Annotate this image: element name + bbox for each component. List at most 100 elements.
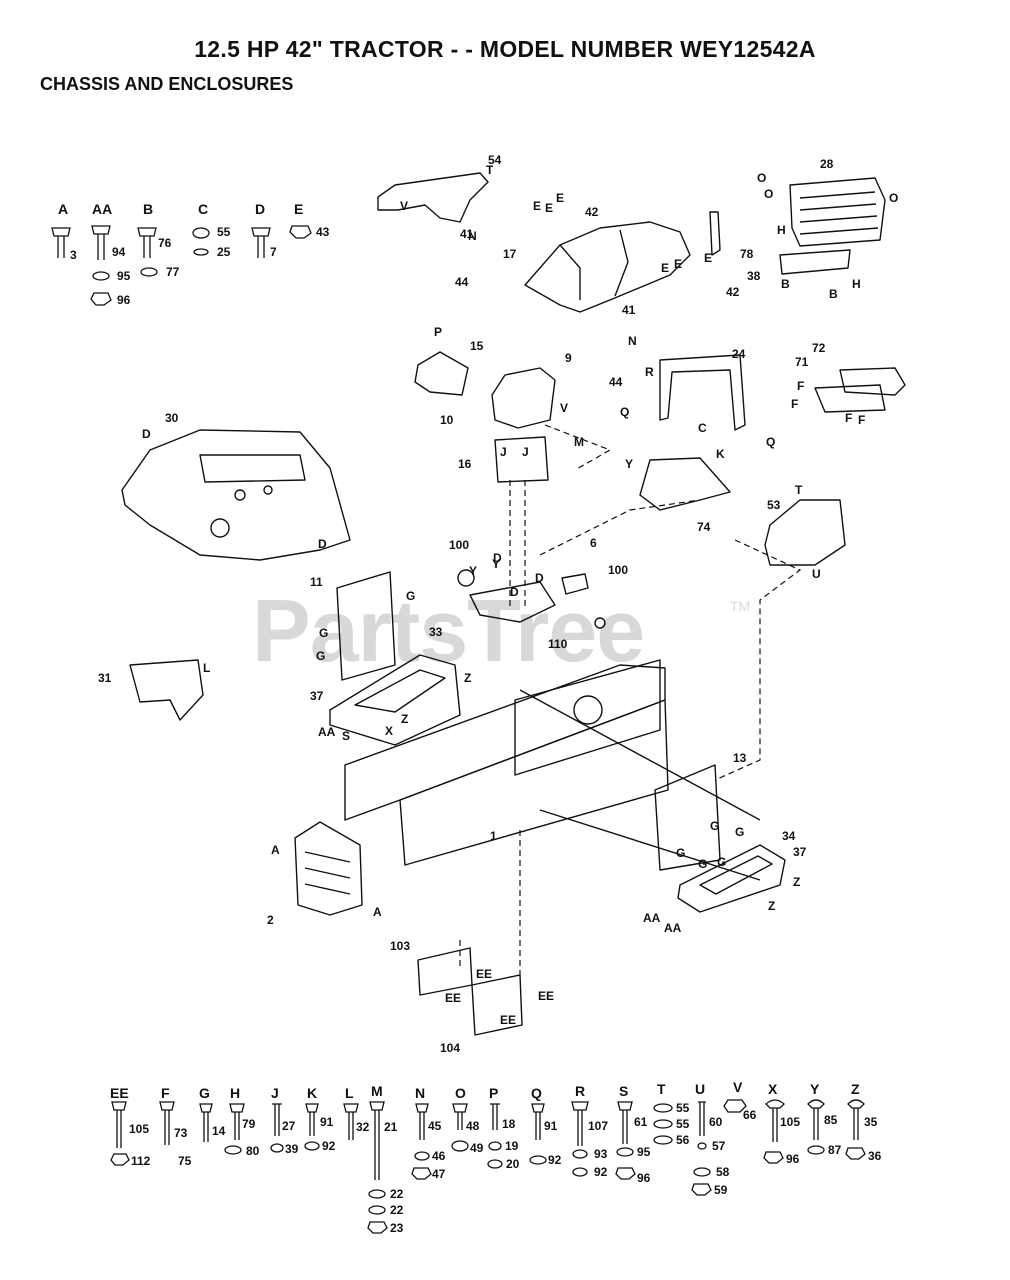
ref-letter: A [271, 843, 280, 857]
legend-item: 35 [864, 1115, 878, 1129]
legend-item-3: 3 [70, 248, 77, 262]
callout-41-bottom: 41 [622, 303, 636, 317]
part-74-mount [639, 457, 731, 511]
ref-letter: T [795, 483, 803, 497]
part-34-footrest [677, 844, 786, 913]
legend-item: 80 [246, 1144, 260, 1158]
ref-letter: Z [793, 875, 800, 889]
legend-letter-S: S [619, 1083, 628, 1099]
callout-44-left: 44 [455, 275, 469, 289]
legend-item-25: 25 [217, 245, 231, 259]
legend-item: 85 [824, 1113, 838, 1127]
callout-104: 104 [440, 1041, 460, 1055]
ref-letter: G [319, 626, 328, 640]
ref-letter: G [316, 649, 325, 663]
ref-letter: E [556, 191, 564, 205]
callout-38: 38 [747, 269, 761, 283]
ref-letter: H [777, 223, 786, 237]
callout-28: 28 [820, 157, 834, 171]
ref-letter: EE [500, 1013, 516, 1027]
ref-letter: Y [469, 564, 477, 578]
part-15-plate [414, 351, 469, 396]
legend-item: 61 [634, 1115, 648, 1129]
legend-item: 46 [432, 1149, 446, 1163]
callout-100-right: 100 [608, 563, 628, 577]
ref-letter: D [493, 551, 502, 565]
callout-9: 9 [565, 351, 572, 365]
legend-item: 95 [637, 1145, 651, 1159]
part-callouts: 1 2 6 9 10 11 13 15 16 17 24 28 30 31 33… [98, 153, 834, 1055]
ref-letter: X [385, 724, 393, 738]
legend-item: 107 [588, 1119, 608, 1133]
part-31-bracket [129, 659, 204, 721]
legend-letter-O: O [455, 1085, 466, 1101]
watermark-tm: TM [730, 598, 751, 614]
legend-letter-C: C [198, 201, 208, 217]
legend-item: 92 [548, 1153, 562, 1167]
legend-item: 56 [676, 1133, 690, 1147]
legend-letter-A: A [58, 201, 68, 217]
ref-letter: D [318, 537, 327, 551]
ref-letter: V [560, 401, 568, 415]
legend-item: 39 [285, 1142, 299, 1156]
legend-item: 92 [322, 1139, 336, 1153]
part-24-frame [659, 354, 746, 431]
ref-letter: Z [401, 712, 408, 726]
legend-letter-Y: Y [810, 1081, 820, 1097]
callout-17: 17 [503, 247, 517, 261]
ref-letter: G [676, 846, 685, 860]
legend-item: 21 [384, 1120, 398, 1134]
legend-letter-F: F [161, 1085, 170, 1101]
part-2-side-panel [294, 821, 363, 916]
ref-letter: AA [318, 725, 336, 739]
bottom-hardware-legend: EE 105 112 F 73 75 G 14 H 79 80 J 27 39 … [110, 1079, 882, 1235]
section-title: CHASSIS AND ENCLOSURES [40, 74, 294, 94]
legend-letter-D: D [255, 201, 265, 217]
callout-53: 53 [767, 498, 781, 512]
callout-37-right: 37 [793, 845, 807, 859]
callout-33: 33 [429, 625, 443, 639]
callout-15: 15 [470, 339, 484, 353]
part-16-bracket [494, 436, 549, 483]
legend-item: 91 [320, 1115, 334, 1129]
part-72-lens [839, 367, 906, 396]
ref-letter: G [735, 825, 744, 839]
legend-item: 55 [676, 1101, 690, 1115]
legend-letter-M: M [371, 1083, 383, 1099]
legend-item: 36 [868, 1149, 882, 1163]
part-28-grille [789, 177, 886, 247]
ref-letter: P [434, 325, 442, 339]
part-33-footrest [329, 654, 461, 746]
ref-letter: O [764, 187, 773, 201]
legend-item: 59 [714, 1183, 728, 1197]
callout-31: 31 [98, 671, 112, 685]
ref-letter: Z [768, 899, 775, 913]
legend-item-96: 96 [117, 293, 131, 307]
legend-letter-J: J [271, 1085, 279, 1101]
callout-71: 71 [795, 355, 809, 369]
ref-letter: S [342, 729, 350, 743]
callout-44-center: 44 [609, 375, 623, 389]
legend-item-95: 95 [117, 269, 131, 283]
ref-letter: G [717, 855, 726, 869]
ref-letter: V [400, 199, 408, 213]
part-54-rear-rail [377, 172, 489, 223]
ref-letter: B [781, 277, 790, 291]
callout-54: 54 [488, 153, 502, 167]
top-hardware-legend: A AA B C D E 3 94 95 96 76 77 55 25 7 43 [51, 201, 330, 307]
legend-letter-L: L [345, 1085, 354, 1101]
legend-item-55: 55 [217, 225, 231, 239]
callout-42-bottom: 42 [726, 285, 740, 299]
legend-letter-AA: AA [92, 201, 112, 217]
legend-item: 112 [131, 1154, 151, 1168]
legend-letter-R: R [575, 1083, 585, 1099]
ref-letter: N [468, 229, 477, 243]
ref-letter: D [535, 571, 544, 585]
part-13-panel [654, 764, 721, 871]
ref-letter: AA [664, 921, 682, 935]
part-103-bracket [417, 947, 473, 996]
legend-item: 48 [466, 1119, 480, 1133]
ref-letter: Y [625, 457, 633, 471]
ref-letter: AA [643, 911, 661, 925]
